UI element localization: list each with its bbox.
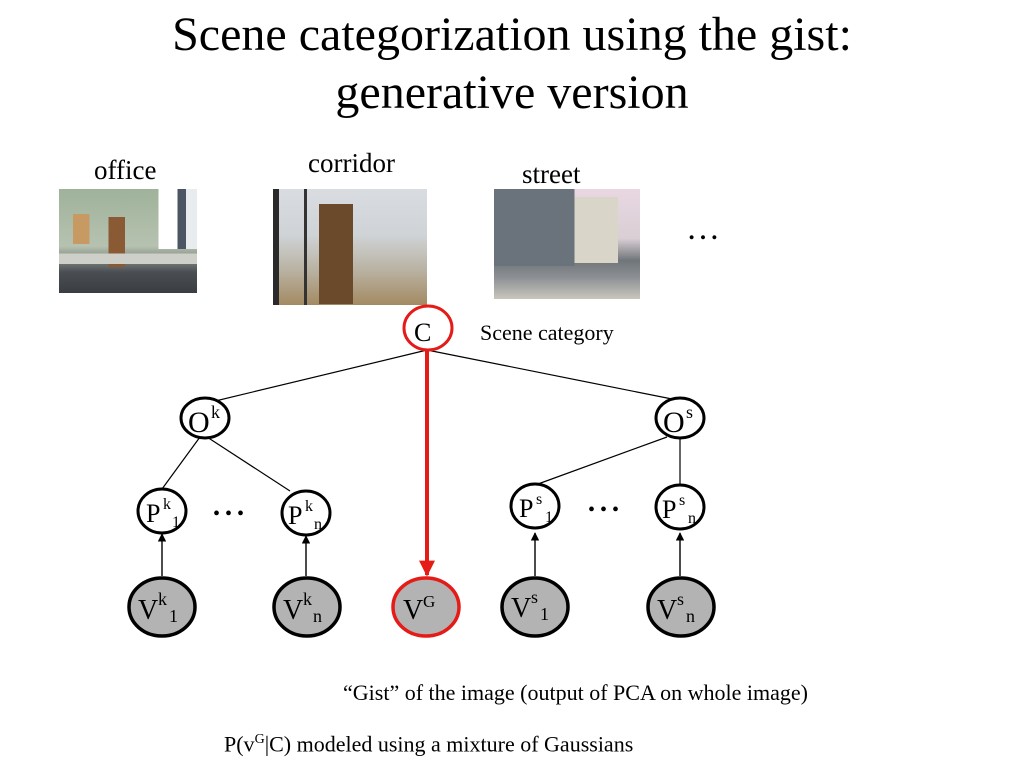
node-Vs1: V s 1 — [500, 576, 570, 638]
node-Vk1-sub: 1 — [169, 606, 178, 626]
node-Os: O s — [654, 396, 706, 440]
node-C-label: C — [414, 318, 431, 347]
node-Pkn-sup: k — [305, 498, 313, 515]
node-Psn-sup: s — [679, 492, 685, 509]
node-Ps1-base: P — [519, 494, 533, 523]
node-Psn-base: P — [662, 495, 676, 524]
node-Pkn: P k n — [280, 489, 332, 537]
more-categories-ellipsis: … — [686, 210, 724, 247]
node-Vkn-sup: k — [303, 589, 312, 609]
gist-caption: “Gist” of the image (output of PCA on wh… — [343, 680, 808, 705]
node-VG: V G — [391, 576, 461, 638]
node-Vsn-base: V — [657, 595, 677, 626]
edge-C-Ok — [206, 349, 428, 404]
edge-Ok-Pkn — [206, 436, 291, 492]
node-Ok-base: O — [188, 406, 210, 439]
node-Ok-sup: k — [211, 402, 220, 422]
node-Ps1: P s 1 — [509, 482, 561, 530]
model-caption-suffix: |C) modeled using a mixture of Gaussians — [264, 731, 634, 757]
street-photo — [494, 189, 640, 299]
scene-category-label: Scene category — [480, 320, 614, 345]
title-line-1: Scene categorization using the gist: — [172, 8, 852, 61]
edge-C-Os — [426, 349, 673, 400]
node-Pk1-base: P — [146, 499, 160, 528]
title-line-2: generative version — [335, 66, 689, 119]
corridor-photo — [273, 189, 427, 305]
node-Pk1: P k 1 — [136, 487, 188, 535]
node-Psn: P s n — [654, 483, 706, 531]
node-Os-base: O — [663, 406, 685, 439]
node-Vkn-base: V — [283, 595, 303, 626]
node-Pk1-sup: k — [163, 496, 171, 513]
category-label-street: street — [522, 159, 581, 189]
node-C: C — [402, 304, 454, 352]
node-Pkn-sub: n — [314, 516, 322, 533]
node-Ok: O k — [179, 396, 231, 440]
node-Pk1-sub: 1 — [172, 514, 180, 531]
node-Vk1-sup: k — [158, 589, 167, 609]
node-Vs1-sub: 1 — [540, 604, 549, 624]
node-Psn-sub: n — [688, 510, 696, 527]
node-Vsn: V s n — [646, 576, 716, 638]
office-photo — [59, 189, 197, 293]
node-Vk1-base: V — [138, 595, 158, 626]
node-Vs1-sup: s — [531, 587, 538, 607]
category-label-office: office — [94, 155, 157, 185]
node-Vkn: V k n — [272, 576, 342, 638]
node-Vk1: V k 1 — [127, 576, 197, 638]
node-VG-sup: G — [423, 592, 435, 611]
edge-Os-Ps1 — [537, 436, 668, 485]
node-Vsn-sup: s — [677, 589, 684, 609]
node-Vkn-sub: n — [313, 606, 322, 626]
model-caption-prefix: P(v — [224, 731, 255, 757]
node-Os-sup: s — [686, 402, 693, 422]
category-label-corridor: corridor — [308, 148, 395, 178]
node-VG-base: V — [403, 595, 423, 626]
node-Ps1-sup: s — [536, 491, 542, 508]
dots-k: • • • — [213, 503, 244, 525]
node-Vsn-sub: n — [686, 606, 695, 626]
dots-s: • • • — [588, 499, 619, 521]
model-caption: P(vG|C) modeled using a mixture of Gauss… — [224, 727, 633, 757]
slide-title: Scene categorization using the gist: gen… — [0, 6, 1024, 122]
model-caption-sup: G — [254, 732, 265, 747]
node-Vs1-base: V — [511, 593, 531, 624]
node-Pkn-base: P — [288, 501, 302, 530]
edge-Ok-Pk1 — [161, 436, 201, 490]
node-Ps1-sub: 1 — [545, 509, 553, 526]
